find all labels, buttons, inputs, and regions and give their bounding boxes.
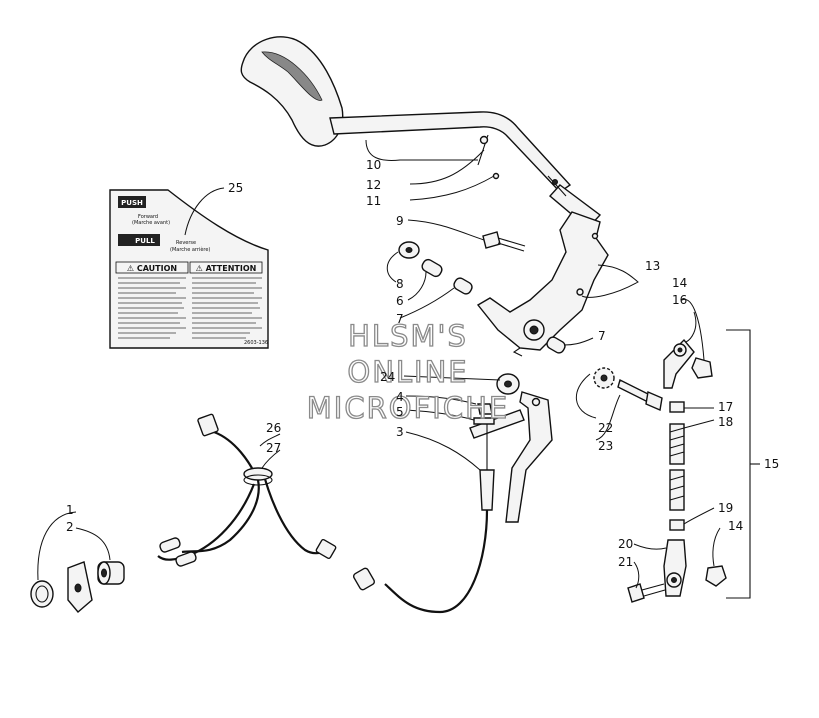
callout-2: 2 [66,520,74,534]
shift-cable [384,509,489,614]
cable-3 [479,469,495,511]
callout-8: 8 [396,277,404,291]
callout-17: 17 [718,400,733,414]
callout-11: 11 [366,194,381,208]
callout-7-left: 7 [396,312,404,326]
bolt-23 [617,378,651,404]
watermark: HLSM'S ONLINE MICROFICHE [306,318,509,425]
callout-4: 4 [396,390,404,404]
callout-22: 22 [598,421,613,435]
decal-pull: PULL [135,237,155,245]
callout-12: 12 [366,178,381,192]
rod-end-16 [663,338,695,389]
callout-20: 20 [618,537,633,551]
bolt-9 [482,231,501,249]
callout-9: 9 [396,214,404,228]
decal-attention: ⚠ ATTENTION [196,264,257,273]
callout-1: 1 [66,503,74,517]
bushing-set [398,231,566,354]
decal-reverse: Reverse [176,240,196,246]
callout-25: 25 [228,181,243,195]
callout-14-upper: 14 [672,276,687,290]
bushing-7-lower [546,336,566,354]
watermark-line-2: ONLINE [347,355,468,389]
callout-14-lower: 14 [728,519,743,533]
callout-16: 16 [672,293,687,307]
bushing-6 [421,258,443,278]
watermark-line-3: MICROFICHE [307,391,509,425]
bracket-15 [726,329,751,599]
harness-clamp [243,467,273,481]
decal-reverse-fr: (Marche arrière) [170,246,210,253]
switch-nut-1 [30,580,54,608]
nut-17 [669,401,685,413]
wiring-harness [157,413,337,567]
callout-21: 21 [618,555,633,569]
decal-push: PUSH [121,199,143,207]
sender-assembly [593,367,663,411]
decal-forward: Forward [138,214,158,220]
leader-lines [37,139,721,589]
watermark-line-1: HLSM'S [348,319,468,353]
callout-5: 5 [396,405,404,419]
nut-14-upper [691,357,713,379]
callout-13: 13 [645,259,660,273]
reverse-bracket [469,373,553,523]
callouts: 10 12 11 9 25 13 14 16 8 6 7 7 24 4 5 3 … [66,158,779,569]
warning-decal: PUSH Forward (Marche avant) PULL Reverse… [109,189,269,349]
callout-6: 6 [396,294,404,308]
nut-14-lower [705,565,727,587]
harness-terminal-b [175,551,197,567]
callout-19: 19 [718,501,733,515]
decal-part-number: 2603-136 [244,340,268,346]
harness-connector-right [315,538,337,560]
harness-terminal-a [159,537,181,553]
harness-connector-top [197,413,219,437]
nut-4 [477,403,493,415]
shift-handle-logo [261,51,323,101]
threaded-rod [669,469,685,511]
reverse-switch [30,561,125,613]
callout-24: 24 [380,370,395,384]
callout-3: 3 [396,425,404,439]
callout-18: 18 [718,415,733,429]
callout-7-right: 7 [598,329,606,343]
callout-27: 27 [266,441,281,455]
washer-5 [473,417,495,425]
callout-23: 23 [598,439,613,453]
bolt-21 [627,583,645,603]
callout-15: 15 [764,457,779,471]
bushing-7 [453,277,473,295]
shift-handle-grip [240,36,344,147]
callout-26: 26 [266,421,281,435]
cable-connector [352,567,376,591]
decal-caution: ⚠ CAUTION [127,264,177,273]
tie-rod-assembly [627,329,760,603]
callout-10: 10 [366,158,381,172]
shift-bracket [476,211,609,357]
nut-19 [669,519,685,531]
decal-forward-fr: (Marche avant) [132,220,170,226]
